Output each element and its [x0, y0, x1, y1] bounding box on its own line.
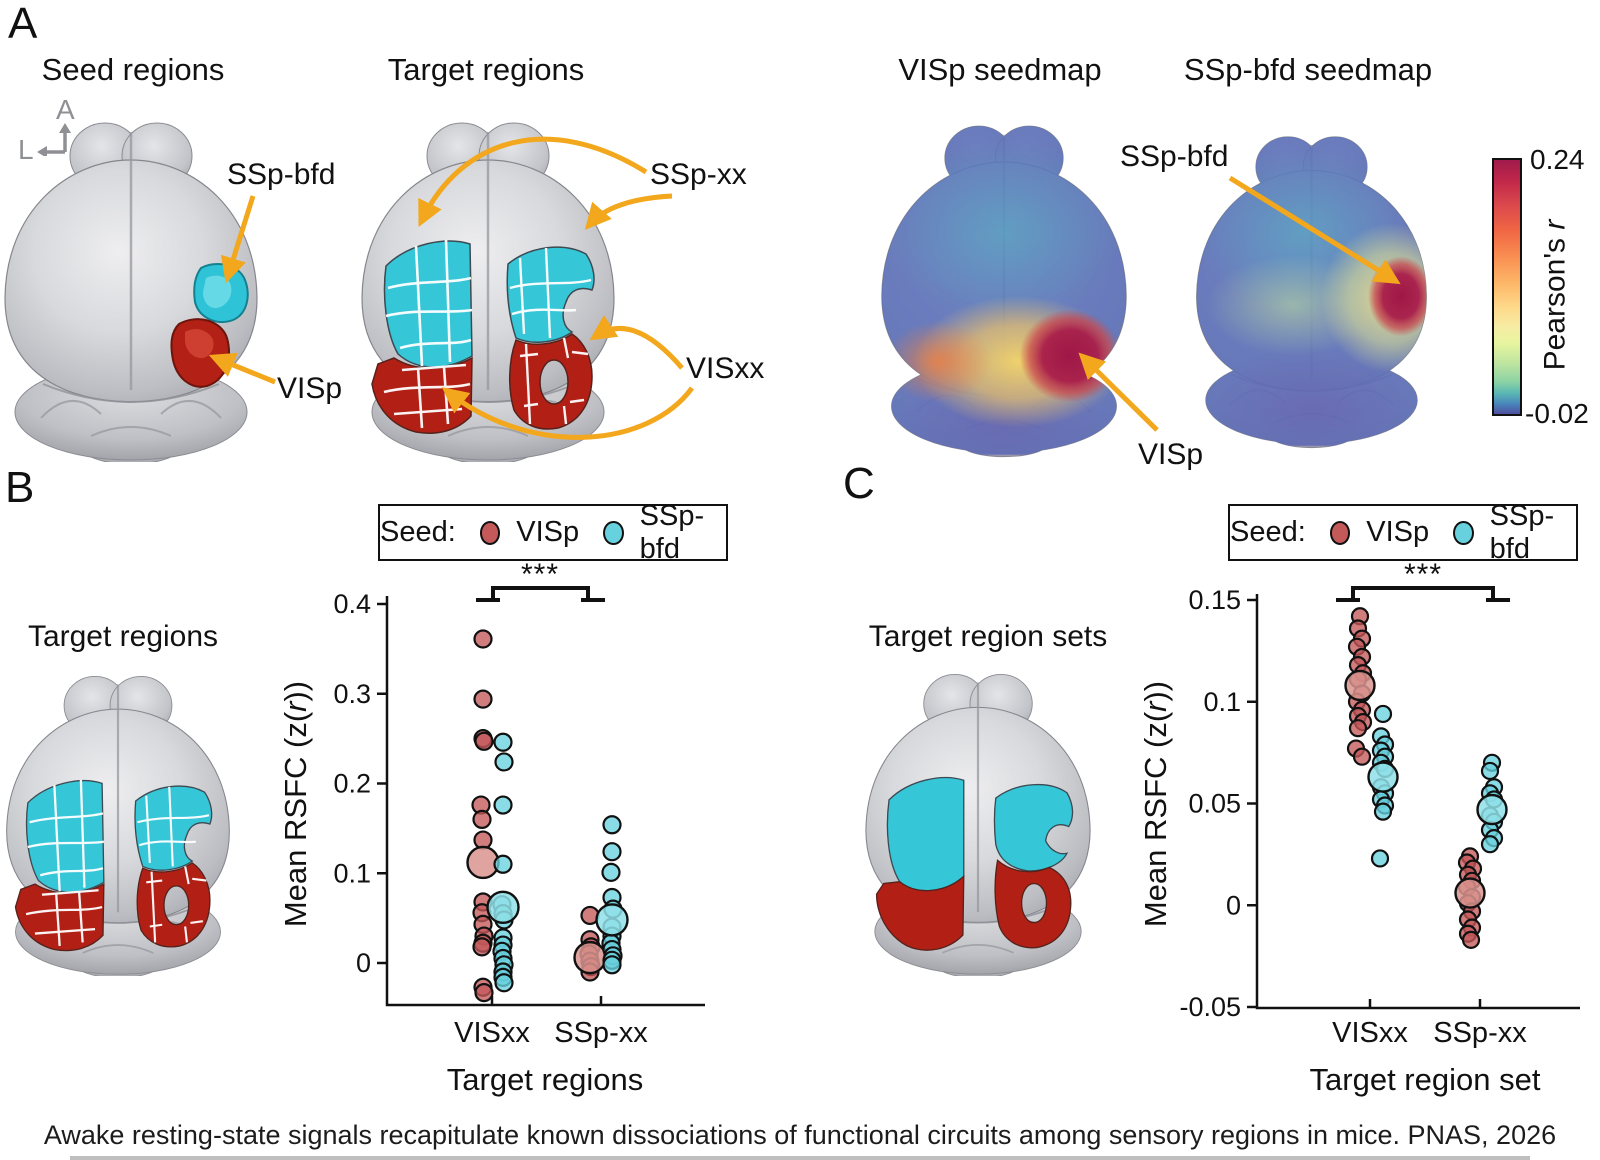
- data-point-ssp-bfd: [602, 955, 622, 975]
- figure-caption: Awake resting-state signals recapitulate…: [43, 1120, 1557, 1150]
- significance-stars: ***: [1404, 558, 1442, 591]
- label-map-visp: VISp: [1138, 438, 1204, 471]
- mean-point-ssp-bfd: [1476, 793, 1508, 826]
- colorbar-max-value: 0.24: [1530, 144, 1585, 175]
- pearson-colorbar: [1492, 158, 1522, 416]
- mean-point-visp: [1344, 669, 1376, 702]
- orientation-left-label: L: [18, 134, 34, 165]
- significance-stars: ***: [521, 558, 559, 591]
- legend-dot-visp-icon: [479, 520, 501, 545]
- y-tick-label: 0.05: [1188, 789, 1241, 819]
- data-point-ssp-bfd: [1373, 802, 1393, 821]
- legend-dot-visp-icon: [1329, 520, 1351, 545]
- legend-item-visp: VISp: [1366, 516, 1430, 548]
- mean-point-ssp-bfd: [486, 890, 520, 925]
- panel-a-letter: A: [8, 0, 38, 48]
- panel-b-brain-image: [5, 675, 231, 976]
- visp-seedmap-brain-image: [880, 124, 1128, 458]
- y-tick-label: 0.1: [333, 858, 371, 888]
- orientation-axes-icon: [37, 123, 71, 156]
- data-point-visp: [1348, 719, 1368, 738]
- data-point-ssp-bfd: [1480, 835, 1500, 854]
- visp-hotspot: [1019, 309, 1121, 403]
- axis-lines: [1255, 594, 1580, 1010]
- panel-c-brain-title: Target region sets: [868, 620, 1108, 653]
- x-axis-title: Target region set: [1310, 1062, 1541, 1097]
- y-tick-label: 0.3: [333, 679, 371, 709]
- legend-item-ssp-bfd: SSp-bfd: [1489, 499, 1555, 565]
- data-point-visp: [472, 937, 492, 957]
- legend-dot-ssp-bfd-icon: [603, 520, 624, 545]
- label-map-sspbfd: SSp-bfd: [1120, 140, 1229, 173]
- data-point-visp: [474, 983, 494, 1003]
- cropped-text-edge: [70, 1156, 1530, 1160]
- legend-seed-label: Seed:: [1230, 516, 1306, 548]
- data-point-ssp-bfd: [494, 973, 514, 993]
- y-tick-label: -0.05: [1179, 992, 1241, 1022]
- sspbfd-seedmap-brain-image: [1195, 135, 1428, 449]
- title-seed-regions: Seed regions: [41, 52, 225, 87]
- data-point-ssp-bfd: [493, 732, 513, 752]
- mean-point-visp: [1454, 877, 1486, 909]
- axis-lines: [385, 596, 705, 1007]
- orientation-anterior-label: A: [56, 94, 75, 125]
- data-point-ssp-bfd: [493, 854, 513, 874]
- legend-item-visp: VISp: [516, 516, 580, 548]
- label-target-sspxx: SSp-xx: [650, 158, 747, 191]
- colorbar-min-value: -0.02: [1525, 398, 1589, 429]
- data-point-ssp-bfd: [494, 752, 514, 772]
- x-category-label: VISxx: [1332, 1017, 1408, 1049]
- data-point-visp: [472, 809, 492, 829]
- panel-b-letter: B: [5, 463, 35, 512]
- data-point-visp: [473, 629, 493, 649]
- y-axis-title: Mean RSFC (z(r)): [280, 681, 313, 927]
- y-tick-label: 0.2: [333, 769, 371, 799]
- label-seed-sspbfd: SSp-bfd: [227, 158, 336, 191]
- legend-item-ssp-bfd: SSp-bfd: [639, 499, 705, 565]
- x-category-label: SSp-xx: [554, 1017, 648, 1049]
- data-point-visp: [1461, 930, 1481, 949]
- data-point-visp: [1352, 747, 1372, 766]
- target-regions-brain-image: [360, 121, 616, 462]
- y-tick-label: 0: [356, 948, 371, 978]
- mean-point-ssp-bfd: [595, 903, 629, 937]
- y-tick-label: 0.4: [333, 589, 371, 619]
- panel-b-legend: Seed: VISp SSp-bfd: [378, 500, 728, 565]
- y-tick-label: 0: [1226, 890, 1241, 920]
- label-seed-visp: VISp: [277, 372, 343, 405]
- title-target-regions: Target regions: [387, 52, 585, 87]
- legend-seed-label: Seed:: [380, 516, 456, 548]
- x-category-label: VISxx: [454, 1017, 530, 1049]
- significance-bracket: [1336, 586, 1510, 602]
- mean-point-visp: [573, 940, 607, 975]
- data-point-ssp-bfd: [1480, 761, 1500, 781]
- x-category-label: SSp-xx: [1433, 1017, 1527, 1049]
- significance-bracket: [476, 586, 605, 602]
- data-point-ssp-bfd: [602, 842, 622, 862]
- data-point-visp: [474, 731, 494, 751]
- x-axis-title: Target regions: [447, 1062, 643, 1097]
- colorbar-axis-label: Pearson's r: [1538, 219, 1571, 371]
- panel-c-letter: C: [843, 459, 875, 508]
- data-point-visp: [473, 689, 493, 709]
- y-tick-label: 0.1: [1203, 687, 1241, 717]
- mean-point-ssp-bfd: [1367, 761, 1399, 793]
- panel-c-legend: Seed: VISp SSp-bfd: [1228, 500, 1578, 565]
- data-point-ssp-bfd: [1373, 704, 1393, 724]
- y-axis-title: Mean RSFC (z(r)): [1140, 681, 1173, 927]
- title-visp-seedmap: VISp seedmap: [898, 52, 1102, 87]
- data-point-ssp-bfd: [493, 795, 513, 815]
- panel-b-brain-title: Target regions: [27, 620, 219, 653]
- data-point-ssp-bfd: [602, 815, 622, 835]
- legend-dot-ssp-bfd-icon: [1453, 520, 1474, 545]
- data-point-ssp-bfd: [601, 862, 621, 882]
- panel-c-brain-image: [864, 673, 1092, 976]
- data-point-ssp-bfd: [1370, 849, 1390, 868]
- y-tick-label: 0.15: [1188, 585, 1241, 615]
- seed-regions-brain-image: [3, 121, 259, 462]
- title-sspbfd-seedmap: SSp-bfd seedmap: [1183, 52, 1433, 87]
- label-target-visxx: VISxx: [686, 352, 765, 385]
